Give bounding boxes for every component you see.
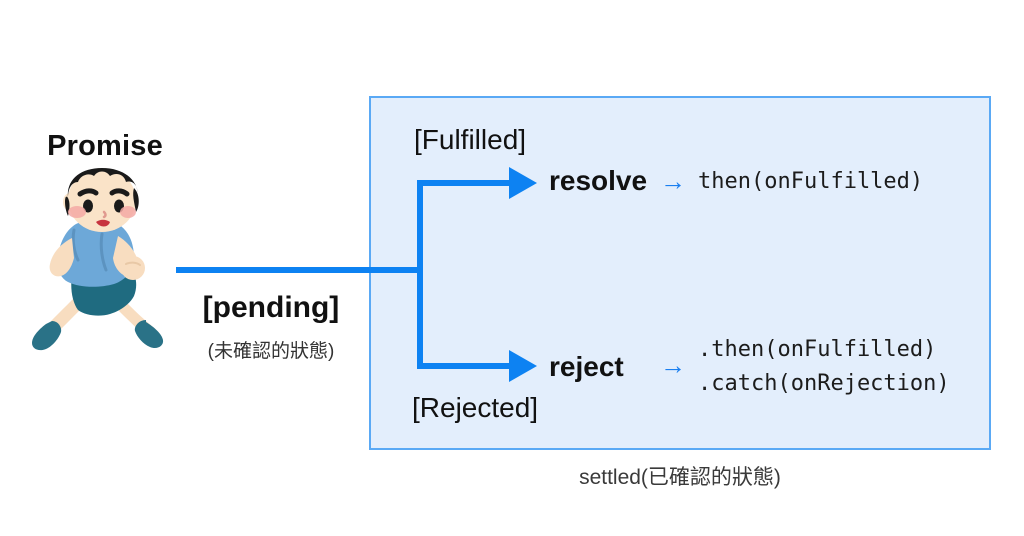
settled-state-box [369, 96, 991, 450]
settled-caption: settled(已確認的狀態) [579, 466, 781, 489]
resolve-label: resolve [549, 165, 648, 196]
handler-catch-rejected: .catch(onRejection) [698, 371, 950, 396]
arrow-right-fulfilled-icon: → [660, 166, 686, 196]
pending-state-label: [pending] [202, 291, 340, 324]
running-boy-illustration [14, 168, 194, 368]
promise-title: Promise [47, 130, 163, 162]
arrowhead-rejected-icon [509, 350, 537, 382]
connector-rejected-arm [417, 363, 517, 369]
connector-riser [417, 180, 423, 369]
reject-label: reject [549, 351, 624, 382]
connector-stem [176, 267, 423, 273]
pending-state-note: (未確認的狀態) [207, 341, 335, 362]
handler-then-rejected: .then(onFulfilled) [698, 337, 937, 362]
handler-then-fulfilled: then(onFulfilled) [698, 169, 924, 194]
fulfilled-state-label: [Fulfilled] [414, 124, 527, 155]
arrow-right-rejected-icon: → [660, 350, 686, 380]
rejected-state-label: [Rejected] [412, 392, 539, 423]
arrowhead-fulfilled-icon [509, 167, 537, 199]
connector-fulfilled-arm [417, 180, 517, 186]
